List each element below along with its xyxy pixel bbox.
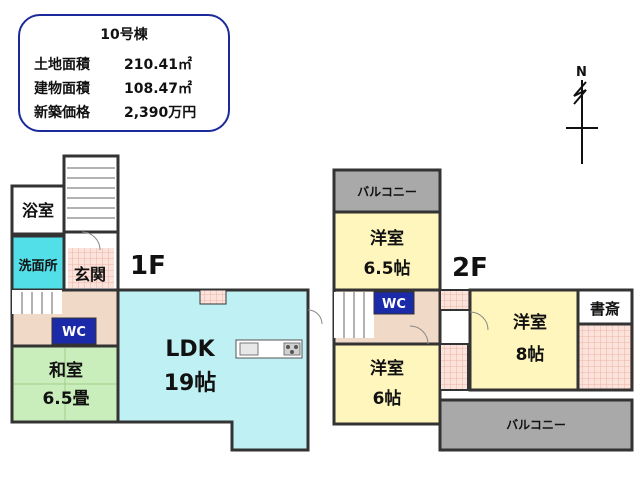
wc-first-floor xyxy=(51,317,97,345)
burner-icon xyxy=(290,350,294,354)
floor-area-row: 建物面積 108.47㎡ xyxy=(34,78,192,98)
bath-room xyxy=(10,184,66,236)
closet-hall xyxy=(439,289,471,311)
door-swing xyxy=(409,325,429,345)
label-yoshitsu-b-name: 洋室 xyxy=(370,358,404,379)
stair-treads-second xyxy=(343,292,365,338)
stair-treads-top xyxy=(67,167,115,219)
yoshitsu-a xyxy=(332,210,442,292)
floor-area-label: 建物面積 xyxy=(34,81,90,97)
tatami-lines xyxy=(14,348,116,420)
balcony-top xyxy=(332,168,442,214)
label-ldk-name: LDK xyxy=(165,337,215,362)
land-area-value: 210.41㎡ xyxy=(124,57,193,73)
ldk-storage xyxy=(199,289,227,305)
stair-treads-bottom xyxy=(21,292,53,314)
balcony-bottom xyxy=(438,398,634,452)
label-study: 書斎 xyxy=(590,300,620,318)
study-closet xyxy=(576,322,634,392)
stair-top xyxy=(62,154,120,234)
label-yoshitsu-b-size: 6帖 xyxy=(373,388,402,409)
sink-icon xyxy=(239,342,259,356)
door-swing xyxy=(469,311,489,331)
land-area-row: 土地面積 210.41㎡ xyxy=(34,54,192,74)
info-box: 10号棟 土地面積 210.41㎡ 建物面積 108.47㎡ 新築価格 2,390万円 xyxy=(18,14,230,132)
label-balcony-top: バルコニー xyxy=(357,185,417,199)
floor-label-1f: 1F xyxy=(130,251,166,281)
second-floor xyxy=(332,168,634,452)
label-bath: 浴室 xyxy=(22,201,54,220)
burner-icon xyxy=(294,345,298,349)
land-area-label: 土地面積 xyxy=(34,57,90,73)
label-yoshitsu-a-name: 洋室 xyxy=(370,228,404,249)
label-washitsu-name: 和室 xyxy=(49,360,83,381)
ldk-door-swing xyxy=(307,309,323,325)
label-yoshitsu-a-size: 6.5帖 xyxy=(363,258,410,279)
label-entrance: 玄関 xyxy=(74,265,106,284)
label-washitsu-size: 6.5畳 xyxy=(42,389,89,409)
label-ldk-size: 19帖 xyxy=(164,371,217,396)
first-floor xyxy=(10,154,323,452)
burner-icon xyxy=(286,345,290,349)
entrance-tile xyxy=(68,248,114,288)
yoshitsu-b xyxy=(332,342,442,426)
price-label: 新築価格 xyxy=(34,105,90,121)
compass-letter: N xyxy=(576,65,587,80)
ldk-room xyxy=(116,288,310,452)
compass-icon xyxy=(566,80,598,164)
closet-b xyxy=(439,343,469,391)
floor-label-2f: 2F xyxy=(452,253,488,283)
floor-area-value: 108.47㎡ xyxy=(124,81,193,97)
building-number: 10号棟 xyxy=(100,27,148,43)
label-wc-2f: WC xyxy=(382,297,406,312)
price-value: 2,390万円 xyxy=(124,105,197,121)
stair-bottom xyxy=(12,290,62,314)
label-wc-1f: WC xyxy=(62,325,86,340)
label-balcony-bottom: バルコニー xyxy=(506,418,566,432)
entrance-door-swing xyxy=(81,231,101,251)
wc-second-floor xyxy=(373,291,415,315)
label-yoshitsu-c-size: 8帖 xyxy=(516,344,545,365)
yoshitsu-c xyxy=(468,288,580,392)
label-yoshitsu-c-name: 洋室 xyxy=(513,312,547,333)
price-row: 新築価格 2,390万円 xyxy=(34,102,196,122)
label-washroom: 洗面所 xyxy=(18,258,57,274)
